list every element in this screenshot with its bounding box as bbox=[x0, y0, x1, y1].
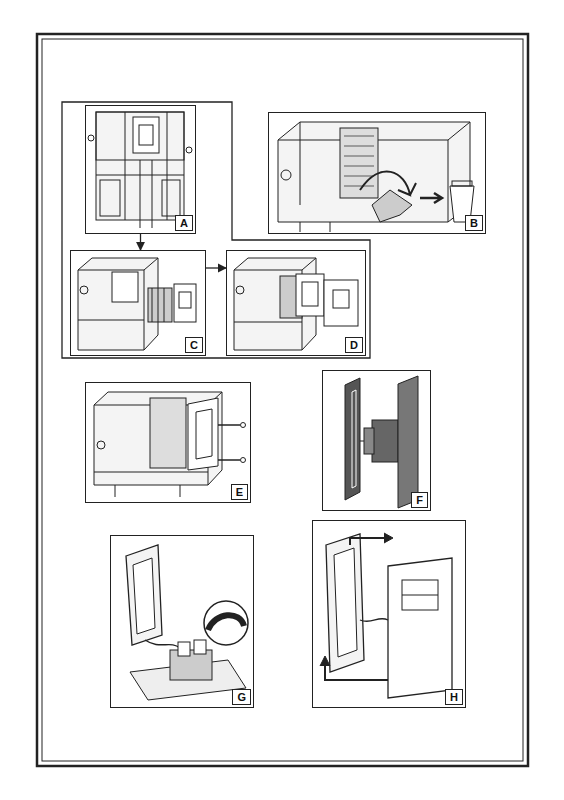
step-panel: G bbox=[110, 535, 254, 708]
step-panel: A bbox=[85, 105, 196, 234]
cistern-front bbox=[88, 112, 192, 228]
step-panel: E bbox=[85, 382, 251, 503]
module-frame bbox=[234, 258, 358, 350]
step-letter: H bbox=[445, 689, 463, 705]
step-arrow bbox=[206, 267, 226, 268]
step-letter: C bbox=[185, 337, 203, 353]
step-panel: F bbox=[322, 370, 431, 511]
page-frame-inner bbox=[42, 39, 523, 761]
step-panel: H bbox=[312, 520, 466, 708]
flush-mechanism bbox=[345, 376, 418, 508]
step-letter: F bbox=[411, 492, 428, 508]
step-letter: G bbox=[232, 689, 251, 705]
step-letter: D bbox=[345, 337, 363, 353]
plate-mounting bbox=[320, 533, 452, 698]
step-letter: E bbox=[231, 484, 248, 500]
module-insertion bbox=[78, 258, 196, 350]
hose-connection bbox=[126, 545, 248, 700]
page-frame bbox=[37, 34, 528, 766]
step-panel: B bbox=[268, 112, 486, 234]
step-letter: A bbox=[175, 215, 193, 231]
step-panel: C bbox=[70, 250, 206, 356]
frame-screw-fixing bbox=[94, 392, 246, 497]
step-arrow bbox=[140, 234, 141, 250]
cistern-cover-removal bbox=[278, 122, 474, 232]
step-panel: D bbox=[226, 250, 366, 356]
step-letter: B bbox=[465, 215, 483, 231]
